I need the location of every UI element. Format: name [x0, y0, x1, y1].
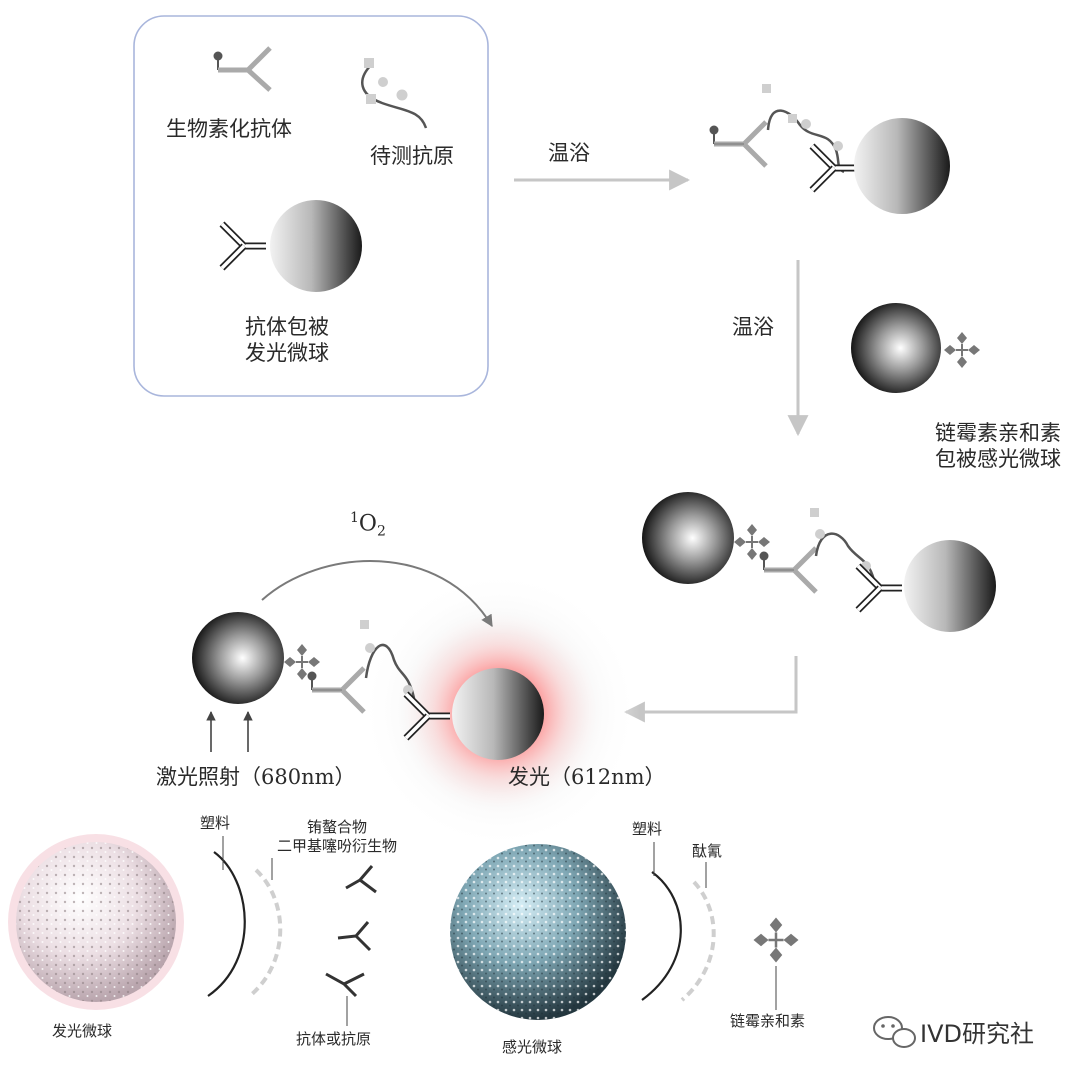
step3-arrow	[623, 656, 798, 723]
label-streptavidin: 链霉亲和素	[730, 1012, 806, 1030]
label-plastic-left: 塑料	[200, 814, 231, 832]
singlet-oxygen-sub: 2	[376, 523, 386, 540]
reaction-complex	[192, 560, 640, 850]
label-acceptor-legend: 抗体包被 发光微球	[232, 314, 342, 367]
acceptor-bead-legend	[222, 200, 362, 292]
label-acceptor-bead: 发光微球	[52, 1022, 113, 1040]
singlet-oxygen-sup: 1	[350, 510, 359, 526]
plastic-shell-right	[641, 871, 682, 1001]
label-excitation: 激光照射（680nm）	[156, 765, 356, 789]
label-europium: 铕螯合物 二甲基噻吩衍生物	[252, 818, 422, 856]
label-acceptor-line2: 发光微球	[245, 341, 329, 366]
label-singlet-oxygen: 1O2	[350, 510, 386, 541]
biotin-antibody-icon	[213, 46, 272, 92]
singlet-oxygen-arrow	[261, 560, 493, 628]
plastic-shell-left	[207, 851, 246, 997]
label-antibody-or-antigen: 抗体或抗原	[296, 1030, 372, 1048]
watermark: IVD研究社	[920, 1014, 1034, 1049]
label-phthalocyanine: 酞氰	[692, 842, 723, 860]
wechat-icon	[873, 1016, 916, 1048]
antigen-icon	[361, 58, 428, 129]
watermark-text: IVD研究社	[920, 1020, 1034, 1048]
label-emission: 发光（612nm）	[508, 765, 666, 789]
donor-bead-illustration	[450, 844, 626, 1020]
acceptor-bead-illustration	[8, 834, 184, 1010]
label-plastic-right: 塑料	[632, 820, 663, 838]
label-acceptor-line1: 抗体包被	[245, 315, 329, 339]
label-donor: 链霉素亲和素 包被感光微球	[918, 420, 1078, 473]
label-donor-bead: 感光微球	[502, 1038, 563, 1056]
label-europium-line2: 二甲基噻吩衍生物	[276, 836, 397, 855]
phthalocyanine-layer-right	[680, 880, 716, 1002]
complex-1	[710, 84, 950, 214]
label-donor-line1: 链霉素亲和素	[935, 421, 1061, 445]
legend-frame	[133, 15, 489, 397]
chelate-layer-left	[250, 868, 283, 996]
label-europium-line1: 铕螯合物	[306, 818, 367, 836]
streptavidin-icon	[752, 916, 800, 964]
antibody-icon	[325, 865, 377, 998]
label-biotin-antibody: 生物素化抗体	[166, 117, 292, 141]
label-antigen: 待测抗原	[370, 144, 454, 168]
donor-bead-streptavidin	[851, 303, 981, 393]
complex-2	[642, 492, 996, 632]
singlet-oxygen-main: O	[358, 511, 377, 537]
label-donor-line2: 包被感光微球	[935, 447, 1061, 472]
label-incubation-2: 温浴	[732, 315, 774, 339]
label-incubation-1: 温浴	[548, 141, 590, 165]
